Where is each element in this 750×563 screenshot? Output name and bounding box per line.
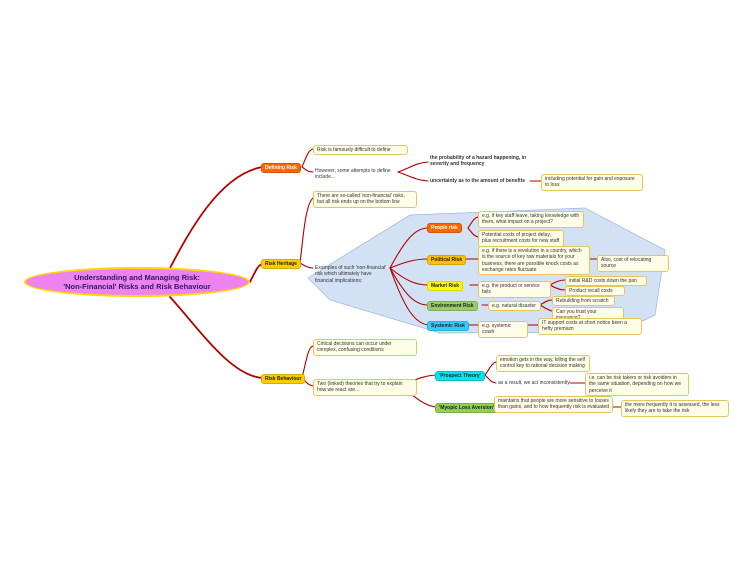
note-text: Rebuilding from scratch: [556, 298, 609, 304]
note-text: initial R&D costs down the pan: [569, 278, 637, 284]
note-text: However, some attempts to define include…: [315, 168, 391, 181]
central-title-line1: Understanding and Managing Risk:: [74, 273, 200, 282]
market-risk-note-fails[interactable]: e.g. the product or service fails: [478, 281, 551, 298]
branch-to-risk-behaviour: [169, 296, 263, 379]
market-risk-note-recall[interactable]: Product recall costs: [565, 286, 625, 297]
note-text: e.g. systemic crash: [482, 323, 512, 336]
note-text: Potential costs of project delay, plus r…: [482, 232, 560, 245]
prospect-note-perception[interactable]: i.e. can be risk takers or risk avoiders…: [585, 373, 689, 396]
note-text: e.g. the product or service fails: [482, 283, 540, 296]
note-text: as a result, we act inconsistently: [498, 380, 570, 386]
note-text: Product recall costs: [569, 288, 613, 294]
defining-risk-note-attempts[interactable]: However, some attempts to define include…: [313, 168, 399, 181]
note-text: e.g. if key staff leave, taking knowledg…: [482, 213, 580, 226]
market-risk-node[interactable]: Market Risk: [427, 281, 464, 292]
node-label: 'Prospect Theory': [439, 373, 481, 379]
node-label: Systemic Risk: [431, 323, 465, 329]
node-label: Environment Risk: [431, 303, 474, 309]
note-text: e.g. if there is a revolution in a count…: [482, 248, 582, 273]
examples-node[interactable]: Examples of such 'non-financial' risk wh…: [313, 265, 391, 284]
note-text: emotion gets in the way, killing the sel…: [500, 357, 585, 370]
risk-heritage-node[interactable]: Risk Heritage: [261, 259, 301, 270]
note-text: Examples of such 'non-financial' risk wh…: [315, 265, 387, 284]
risk-heritage-label: Risk Heritage: [265, 261, 297, 267]
political-risk-note-revolution[interactable]: e.g. if there is a revolution in a count…: [478, 246, 590, 276]
myopic-note-losses[interactable]: maintains that people are more sensitive…: [494, 396, 613, 413]
risk-behaviour-node[interactable]: Risk Behaviour: [261, 374, 306, 385]
people-risk-node[interactable]: People risk: [427, 223, 462, 234]
people-risk-note-costs[interactable]: Potential costs of project delay, plus r…: [478, 230, 564, 247]
note-text: maintains that people are more sensitive…: [498, 398, 609, 411]
myopic-note-frequency[interactable]: the more frequently it is assessed, the …: [621, 400, 729, 417]
prospect-note-inconsistently[interactable]: as a result, we act inconsistently: [496, 380, 572, 386]
branch-to-defining-risk: [169, 166, 263, 269]
note-text: e.g. natural disaster: [492, 303, 536, 309]
market-risk-note-rnd[interactable]: initial R&D costs down the pan: [565, 276, 647, 287]
note-text: uncertainty as to the amount of benefits: [430, 178, 526, 184]
political-risk-note-relocating[interactable]: Also, cost of relocating source: [597, 255, 669, 272]
note-text: the probability of a hazard happening, i…: [430, 155, 527, 168]
note-text: Two (linked) theories that try to explai…: [317, 381, 403, 394]
note-text: i.e. can be risk takers or risk avoiders…: [589, 375, 682, 394]
note-text: Risk is famously difficult to define: [317, 147, 391, 153]
prospect-note-emotion[interactable]: emotion gets in the way, killing the sel…: [496, 355, 590, 372]
note-text: There are so-called 'non-financial' risk…: [317, 193, 405, 206]
risk-behaviour-label: Risk Behaviour: [265, 376, 302, 382]
node-label: People risk: [431, 225, 458, 231]
risk-behaviour-note-critical[interactable]: Critical decisions can occur under compl…: [313, 339, 417, 356]
political-risk-node[interactable]: Political Risk: [427, 255, 467, 266]
systemic-risk-node[interactable]: Systemic Risk: [427, 321, 469, 332]
myopic-loss-aversion-node[interactable]: 'Myopic Loss Aversion': [435, 403, 499, 414]
systemic-risk-note-crash[interactable]: e.g. systemic crash: [478, 321, 528, 338]
central-topic[interactable]: Understanding and Managing Risk: 'Non-Fi…: [24, 267, 250, 297]
node-label: Political Risk: [431, 257, 463, 263]
note-text: IT support costs at short notice been a …: [542, 320, 627, 333]
note-text: including potential for gain and exposur…: [545, 176, 635, 189]
risk-heritage-note[interactable]: There are so-called 'non-financial' risk…: [313, 191, 417, 208]
central-title-line2: 'Non-Financial' Risks and Risk Behaviour: [63, 282, 211, 291]
systemic-risk-note-it-costs[interactable]: IT support costs at short notice been a …: [538, 318, 642, 335]
environment-risk-note-disaster[interactable]: e.g. natural disaster: [488, 301, 541, 312]
definition-uncertainty[interactable]: uncertainty as to the amount of benefits: [428, 178, 531, 184]
node-label: Market Risk: [431, 283, 460, 289]
note-text: Critical decisions can occur under compl…: [317, 341, 392, 354]
definition-uncertainty-note[interactable]: including potential for gain and exposur…: [541, 174, 643, 191]
definition-probability[interactable]: the probability of a hazard happening, i…: [428, 155, 532, 168]
environment-risk-note-rebuilding[interactable]: Rebuilding from scratch: [552, 296, 615, 307]
risk-behaviour-note-theories[interactable]: Two (linked) theories that try to explai…: [313, 379, 417, 396]
node-label: 'Myopic Loss Aversion': [439, 405, 495, 411]
environment-risk-node[interactable]: Environment Risk: [427, 301, 478, 312]
note-text: Also, cost of relocating source: [601, 257, 652, 270]
people-risk-note-staff[interactable]: e.g. if key staff leave, taking knowledg…: [478, 211, 584, 228]
defining-risk-label: Defining Risk: [265, 165, 297, 171]
defining-risk-node[interactable]: Defining Risk: [261, 163, 301, 174]
note-text: the more frequently it is assessed, the …: [625, 402, 720, 415]
prospect-theory-node[interactable]: 'Prospect Theory': [435, 371, 485, 382]
defining-risk-note-difficult[interactable]: Risk is famously difficult to define: [313, 145, 408, 156]
